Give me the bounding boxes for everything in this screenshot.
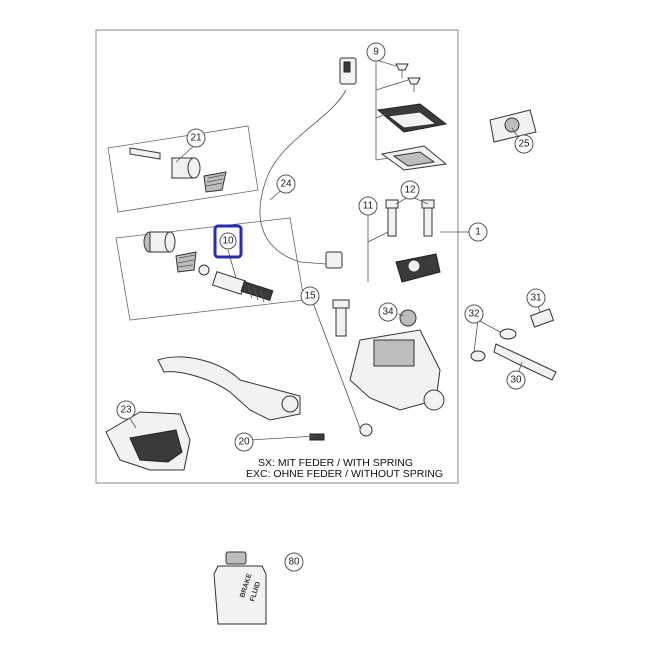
svg-text:31: 31	[530, 293, 542, 304]
svg-text:34: 34	[382, 307, 394, 318]
leader-lines	[125, 59, 541, 441]
svg-text:12: 12	[404, 185, 416, 196]
master-cylinder	[349, 309, 445, 437]
pivot-bolt-15	[332, 299, 350, 337]
callout-20[interactable]: 20	[234, 432, 254, 452]
svg-text:1: 1	[475, 227, 481, 238]
note-sx: SX: MIT FEDER / WITH SPRING	[258, 457, 413, 469]
callout-21[interactable]: 21	[186, 128, 206, 148]
brake-fluid-bottle: BRAKE FLUID	[213, 551, 267, 625]
svg-text:32: 32	[468, 309, 480, 320]
callout-25[interactable]: 25	[514, 134, 534, 154]
kit-10-tray	[115, 217, 305, 321]
clamp-25	[489, 109, 537, 143]
callout-10-label: 10	[222, 236, 234, 247]
reservoir-cap-9	[376, 63, 448, 171]
svg-text:15: 15	[304, 291, 316, 302]
callout-32[interactable]: 32	[464, 304, 484, 324]
svg-text:23: 23	[120, 405, 132, 416]
diagram-frame	[95, 29, 459, 484]
callout-30[interactable]: 30	[506, 370, 526, 390]
callout-12[interactable]: 12	[400, 180, 420, 200]
clamp-bolts	[385, 199, 441, 283]
note-exc: EXC: OHNE FEDER / WITHOUT SPRING	[246, 468, 443, 480]
highlight-box	[213, 224, 243, 259]
callout-11[interactable]: 11	[358, 196, 378, 216]
svg-text:30: 30	[510, 375, 522, 386]
svg-text:9: 9	[373, 47, 379, 58]
callout-10-highlighted[interactable]: 10	[213, 224, 243, 259]
callout-23[interactable]: 23	[116, 400, 136, 420]
callout-80[interactable]: 80	[284, 552, 304, 572]
callout-24[interactable]: 24	[276, 174, 296, 194]
svg-text:80: 80	[288, 557, 300, 568]
callout-34[interactable]: 34	[378, 302, 398, 322]
callout-1[interactable]: 1	[468, 222, 488, 242]
svg-text:21: 21	[190, 133, 202, 144]
svg-text:25: 25	[518, 139, 530, 150]
hose-fittings	[470, 308, 557, 381]
brake-lever	[157, 356, 325, 441]
callout-31[interactable]: 31	[526, 288, 546, 308]
svg-text:24: 24	[280, 179, 292, 190]
svg-text:20: 20	[238, 437, 250, 448]
lever-guard-23	[105, 411, 191, 471]
kit-21-tray	[107, 125, 259, 213]
cable-24	[259, 57, 357, 269]
svg-text:11: 11	[363, 201, 374, 212]
callout-15[interactable]: 15	[300, 286, 320, 306]
callout-9[interactable]: 9	[366, 42, 386, 62]
